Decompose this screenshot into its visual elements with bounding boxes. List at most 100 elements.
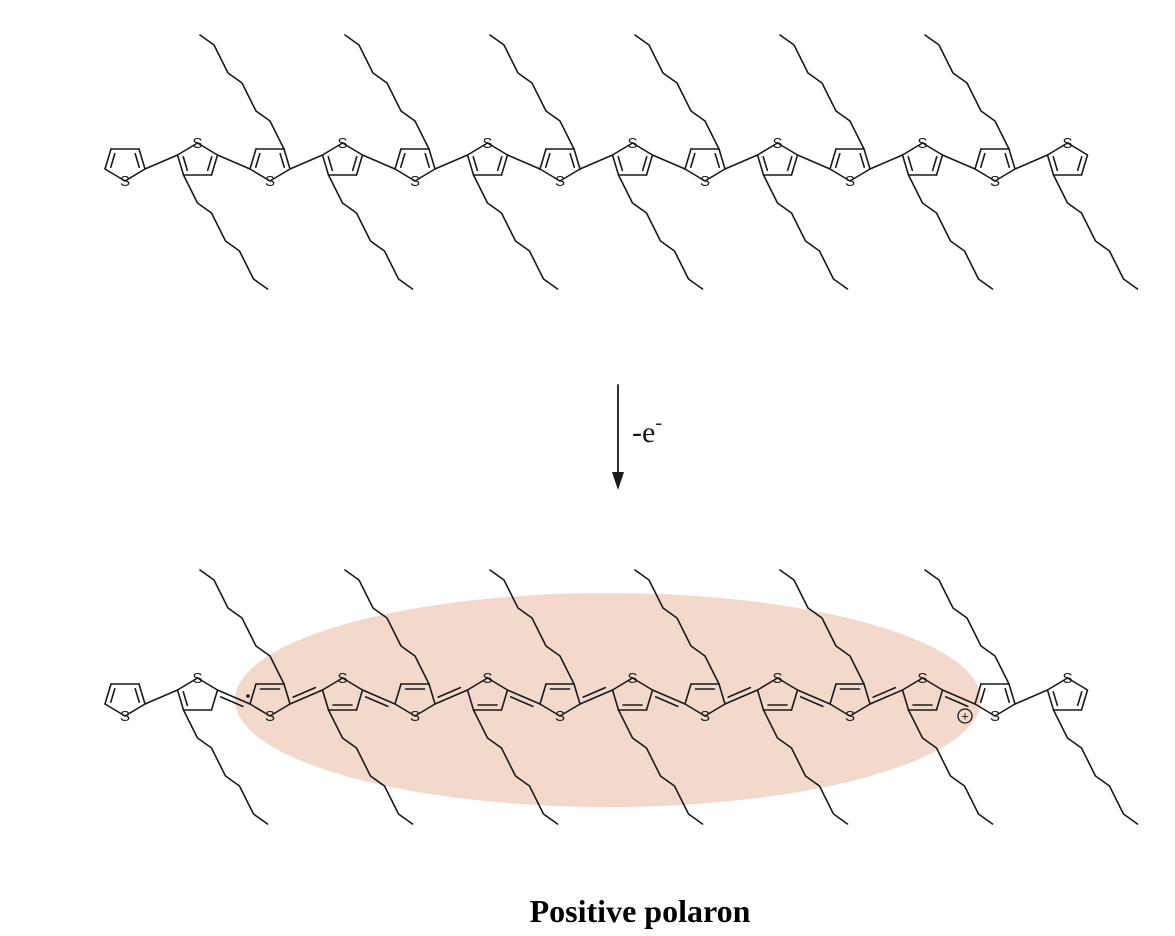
inter-ring-bond xyxy=(724,689,759,705)
ring-bond-s xyxy=(269,168,291,182)
hexyl-chain xyxy=(907,174,994,290)
inter-ring-bond xyxy=(651,154,686,170)
inter-ring-bond xyxy=(796,154,831,170)
ring-bond-s xyxy=(849,703,871,717)
sulfur-atom-label: S xyxy=(700,708,710,725)
inter-ring-bond xyxy=(216,689,251,705)
hexyl-chain xyxy=(924,569,1010,685)
ring-bond-s xyxy=(849,168,871,182)
ring-double-bond xyxy=(979,687,986,704)
ring-bond xyxy=(1080,154,1089,176)
thiophene-ring: S xyxy=(901,135,944,176)
ring-bond-s xyxy=(466,142,489,156)
ring-double-bond xyxy=(182,690,189,707)
inter-ring-bond xyxy=(506,689,541,705)
ring-bond xyxy=(573,148,581,170)
caption: Positive polaron xyxy=(530,893,751,929)
thiophene-ring: S xyxy=(176,135,219,176)
radical-dot xyxy=(246,694,250,698)
ring-bond-s xyxy=(414,168,436,182)
ring-bond-s xyxy=(631,677,654,691)
ring-double-bond xyxy=(351,155,358,172)
ring-bond-s xyxy=(684,168,706,182)
ring-bond-s xyxy=(994,168,1016,182)
hexyl-chain xyxy=(1052,174,1139,290)
sulfur-atom-label: S xyxy=(337,135,347,152)
ring-double-bond xyxy=(472,155,479,172)
thiophene-ring: S xyxy=(249,683,291,725)
inter-ring-double-bond xyxy=(944,696,969,708)
ring-bond-s xyxy=(104,703,126,717)
inter-ring-bond xyxy=(1014,689,1049,705)
sulfur-atom-label: S xyxy=(917,670,927,687)
ring-double-bond xyxy=(834,152,841,169)
ring-bond-s xyxy=(176,142,199,156)
ring-bond xyxy=(829,683,837,705)
ring-double-bond xyxy=(544,152,551,169)
ring-bond xyxy=(539,683,547,705)
ring-double-bond xyxy=(907,155,914,172)
sulfur-atom-label: S xyxy=(990,173,1000,190)
hexyl-chain xyxy=(634,34,720,150)
thiophene-ring: S xyxy=(539,683,581,725)
hexyl-chain xyxy=(1052,709,1139,825)
ring-bond xyxy=(718,683,726,705)
inter-ring-bond xyxy=(941,154,976,170)
sulfur-atom-label: S xyxy=(917,135,927,152)
ring-double-bond xyxy=(641,155,648,172)
sulfur-atom-label: S xyxy=(627,670,637,687)
ring-bond xyxy=(684,683,692,705)
hexyl-chain xyxy=(489,34,575,150)
ring-bond xyxy=(283,683,291,705)
inter-ring-double-bond xyxy=(219,696,244,708)
ring-bond-s xyxy=(704,703,726,717)
ring-bond-s xyxy=(756,142,779,156)
thiophene-ring: S xyxy=(974,683,1016,725)
ring-bond xyxy=(1046,689,1055,711)
ring-bond xyxy=(645,154,654,176)
ring-bond xyxy=(863,683,871,705)
inter-ring-double-bond xyxy=(509,696,534,708)
ring-bond xyxy=(466,154,475,176)
ring-bond xyxy=(901,689,910,711)
ring-bond xyxy=(1008,683,1016,705)
sulfur-atom-label: S xyxy=(627,135,637,152)
inter-ring-bond xyxy=(289,689,324,705)
ring-double-bond xyxy=(254,152,261,169)
thiophene-ring: S xyxy=(756,670,799,711)
ring-bond xyxy=(104,148,112,170)
ring-bond xyxy=(756,154,765,176)
hexyl-chain xyxy=(472,174,559,290)
cation-circle xyxy=(957,708,973,724)
ring-double-bond xyxy=(714,152,721,169)
thiophene-ring: S xyxy=(539,148,581,190)
ring-bond xyxy=(974,148,982,170)
ring-bond xyxy=(104,683,112,705)
inter-ring-double-bond xyxy=(654,696,679,708)
hexyl-chain xyxy=(344,34,430,150)
ring-bond-s xyxy=(704,168,726,182)
ring-bond xyxy=(321,154,330,176)
hexyl-chain xyxy=(327,709,414,825)
hexyl-chain xyxy=(617,709,704,825)
arrow-label: -e- xyxy=(632,412,662,449)
thiophene-ring: S xyxy=(104,683,146,725)
ring-bond xyxy=(1008,148,1016,170)
ring-bond-s xyxy=(559,703,581,717)
ring-bond xyxy=(283,148,291,170)
thiophene-ring: S xyxy=(466,135,509,176)
hexyl-chain xyxy=(762,174,849,290)
sulfur-atom-label: S xyxy=(410,708,420,725)
ring-bond-s xyxy=(466,677,489,691)
inter-ring-bond xyxy=(869,689,904,705)
ring-bond-s xyxy=(196,677,219,691)
sulfur-atom-label: S xyxy=(265,708,275,725)
ring-bond xyxy=(611,154,620,176)
arrow-label-text: -e xyxy=(632,416,655,449)
ring-bond-s xyxy=(684,703,706,717)
thiophene-ring: S xyxy=(684,683,726,725)
inter-ring-bond xyxy=(361,154,396,170)
inter-ring-double-bond xyxy=(727,686,752,698)
